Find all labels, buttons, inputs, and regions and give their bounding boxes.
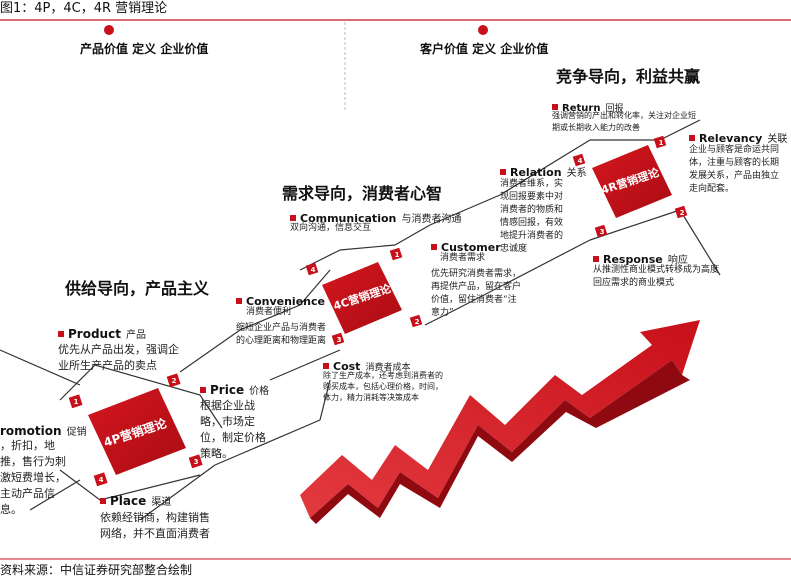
bullet-square-icon <box>552 104 558 110</box>
growth-arrow <box>300 320 700 524</box>
p4-price-text: 根据企业战略，市场定位，制定价格策略。 <box>200 399 266 460</box>
c4-communication-text: 双向沟通，信息交互 <box>290 223 372 233</box>
r4-response-text: 从推测性商业模式转移成为高度回应需求的商业模式 <box>593 265 720 288</box>
c4-slogan: 需求导向，消费者心智 <box>282 184 443 203</box>
right-header: 客户价值 定义 企业价值 <box>420 42 549 56</box>
c4-num-3: 3 <box>336 336 342 344</box>
p4-num-2: 2 <box>171 377 177 385</box>
p4-product-text: 优先从产品出发，强调企业所生产产品的卖点 <box>58 343 179 372</box>
p4-slogan: 供给导向，产品主义 <box>65 279 210 298</box>
bullet-square-icon <box>290 215 296 221</box>
bullet-square-icon <box>431 244 437 250</box>
r4-relation-text: 消费者维系，实现回报要素中对消费者的物质和情感回报，有效地提升消费者的忠诚度 <box>500 179 564 254</box>
p4-square <box>68 373 203 487</box>
bullet-square-icon <box>689 135 695 141</box>
r4-square <box>572 135 688 238</box>
p4-num-4: 4 <box>98 476 104 484</box>
c4-customer-text: 优先研究消费者需求，再提供产品，留在客户价值，留住消费者“注意力” <box>431 269 522 318</box>
c4-convenience-subtitle: 消费者便利 <box>246 307 292 317</box>
r4-num-3: 3 <box>599 228 605 236</box>
left-header: 产品价值 定义 企业价值 <box>80 42 209 56</box>
bullet-square-icon <box>200 387 206 393</box>
r4-num-1: 1 <box>658 139 664 147</box>
bullet-square-icon <box>58 331 64 337</box>
source-note: 资料来源：中信证券研究部整合绘制 <box>0 563 193 577</box>
c4-num-1: 1 <box>394 251 400 259</box>
p4-price-title: Price 价格 <box>200 379 269 399</box>
c4-convenience-title: Convenience <box>236 290 325 310</box>
figure-caption: 图1：4P，4C，4R 营销理论 <box>0 1 168 16</box>
c4-communication-title: Communication 与消费者沟通 <box>290 207 461 227</box>
c4-square <box>305 247 423 346</box>
p4-num-1: 1 <box>73 398 79 406</box>
r4-return-text: 强调营销的产出和转化率，关注对企业短期或长期收入能力的改善 <box>552 111 696 132</box>
c4-customer-title: Customer <box>431 236 501 256</box>
left-header-dot <box>104 25 114 35</box>
p4-product-title: Product 产品 <box>58 323 146 343</box>
bullet-square-icon <box>236 298 242 304</box>
p4-promotion-title: romotion 促销 <box>0 424 87 438</box>
r4-slogan: 竞争导向，利益共赢 <box>556 67 701 86</box>
bullet-square-icon <box>100 498 106 504</box>
c4-customer-subtitle: 消费者需求 <box>440 253 486 263</box>
c4-num-2: 2 <box>414 318 420 326</box>
r4-return-title: Return 回报 <box>552 96 624 116</box>
c4-convenience-text: 缩短企业产品与消费者的心理距离和物理距离 <box>236 323 327 346</box>
p4-place-text: 依赖经销商，构建销售网络，并不直面消费者 <box>100 511 210 540</box>
r4-relevancy-title: Relevancy 关联 <box>689 127 787 147</box>
c4-cost-title: Cost 消费者成本 <box>323 355 411 375</box>
bullet-square-icon <box>500 169 506 175</box>
r4-relevancy-text: 企业与顾客是命运共同体，注重与顾客的长期发展关系，产品由独立走向配套。 <box>689 145 780 194</box>
c4-cost-text: 除了生产成本，还考虑到消费者的购买成本，包括心理价格，时间，体力，精力消耗等决策… <box>323 371 443 402</box>
r4-num-4: 4 <box>577 157 583 165</box>
p4-num-3: 3 <box>193 458 199 466</box>
p4-promotion-text: ，折扣，地推，售行为刺激短费增长，主动产品信息。 <box>0 439 66 516</box>
bullet-square-icon <box>323 363 329 369</box>
r4-response-title: Response 响应 <box>593 248 688 268</box>
r4-relation-title: Relation 关系 <box>500 161 587 181</box>
p4-place-title: Place 渠道 <box>100 490 171 510</box>
r4-num-2: 2 <box>679 209 685 217</box>
right-header-dot <box>478 25 488 35</box>
bullet-square-icon <box>593 256 599 262</box>
c4-num-4: 4 <box>310 266 316 274</box>
